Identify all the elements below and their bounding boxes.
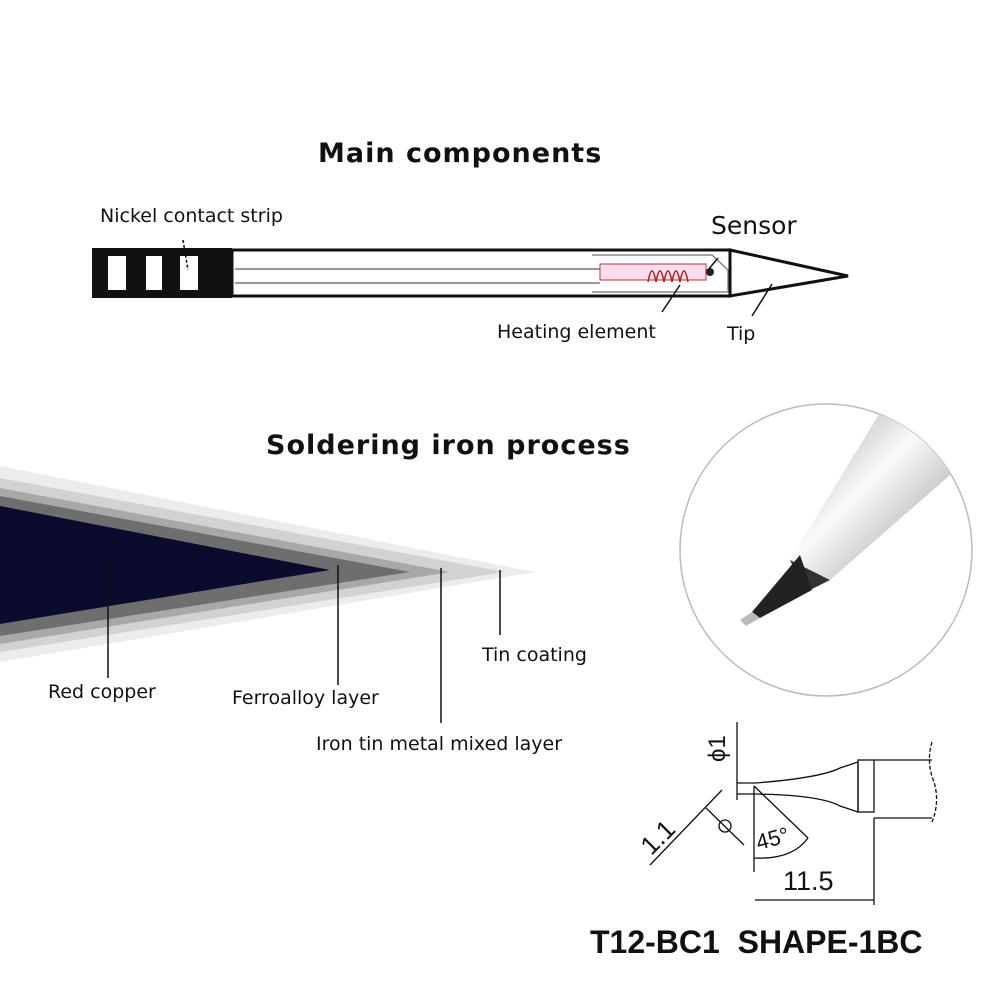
main-components-title: Main components xyxy=(318,138,603,169)
process-title: Soldering iron process xyxy=(266,430,631,461)
label-heating-element: Heating element xyxy=(497,321,656,343)
dimension-drawing xyxy=(649,722,938,905)
label-iron-tin-mixed-layer: Iron tin metal mixed layer xyxy=(316,733,563,755)
label-tip: Tip xyxy=(727,323,756,345)
label-red-copper: Red copper xyxy=(48,681,156,703)
iron-tip-schematic xyxy=(92,239,849,317)
dimension-length: 11.5 xyxy=(783,866,834,896)
dimension-diameter: ϕ1 xyxy=(704,735,731,762)
tip-photo xyxy=(679,403,973,697)
layer-cross-section xyxy=(0,466,535,723)
label-tin-coating: Tin coating xyxy=(482,644,587,666)
label-sensor: Sensor xyxy=(711,211,797,240)
model-label: T12-BC1 SHAPE-1BC xyxy=(590,924,923,960)
label-nickel-contact-strip: Nickel contact strip xyxy=(100,205,283,227)
label-ferroalloy-layer: Ferroalloy layer xyxy=(232,687,379,709)
